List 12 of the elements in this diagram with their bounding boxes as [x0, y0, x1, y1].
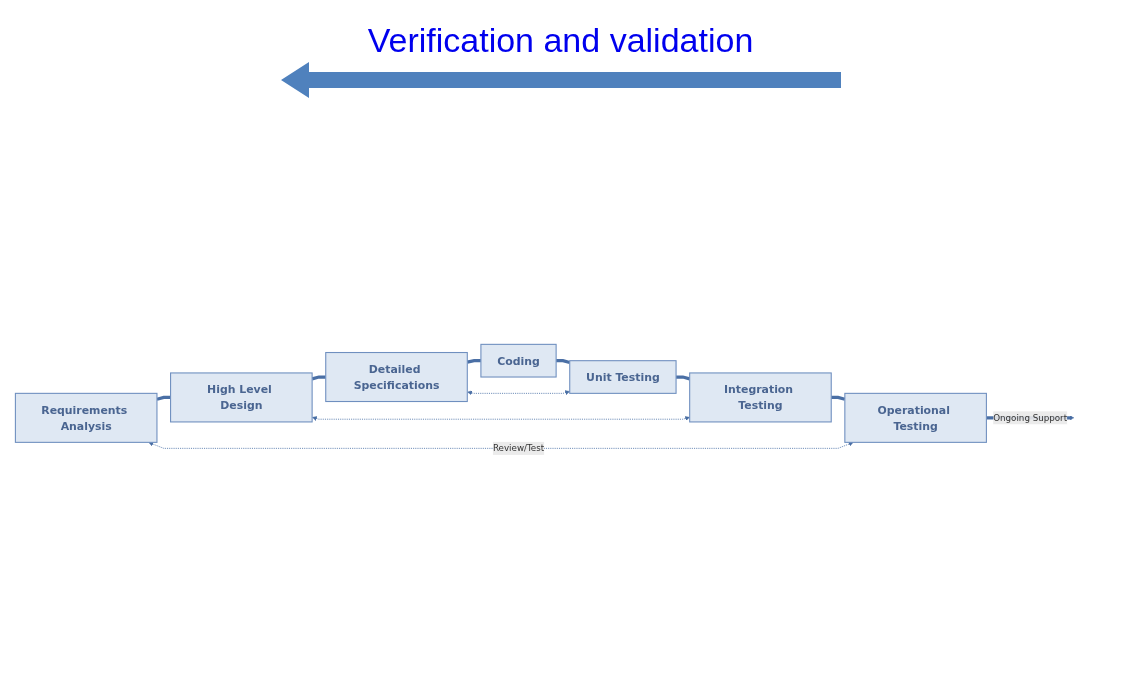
node-box: Integration Testing: [688, 372, 832, 423]
heading-text: Verification and validation: [367, 20, 754, 60]
node-box: Requirements Analysis: [14, 393, 157, 444]
edge-label: Ongoing Support: [992, 412, 1067, 424]
edge-label: Review/Test: [492, 443, 544, 454]
node-box: Unit Testing: [568, 360, 677, 395]
node-box: Coding: [479, 344, 557, 378]
connector: [675, 375, 690, 381]
node-box: High Level Design: [169, 372, 313, 423]
connector: [311, 375, 326, 381]
node-box: Detailed Specifications: [324, 352, 468, 403]
node-box: Operational Testing: [843, 393, 987, 444]
